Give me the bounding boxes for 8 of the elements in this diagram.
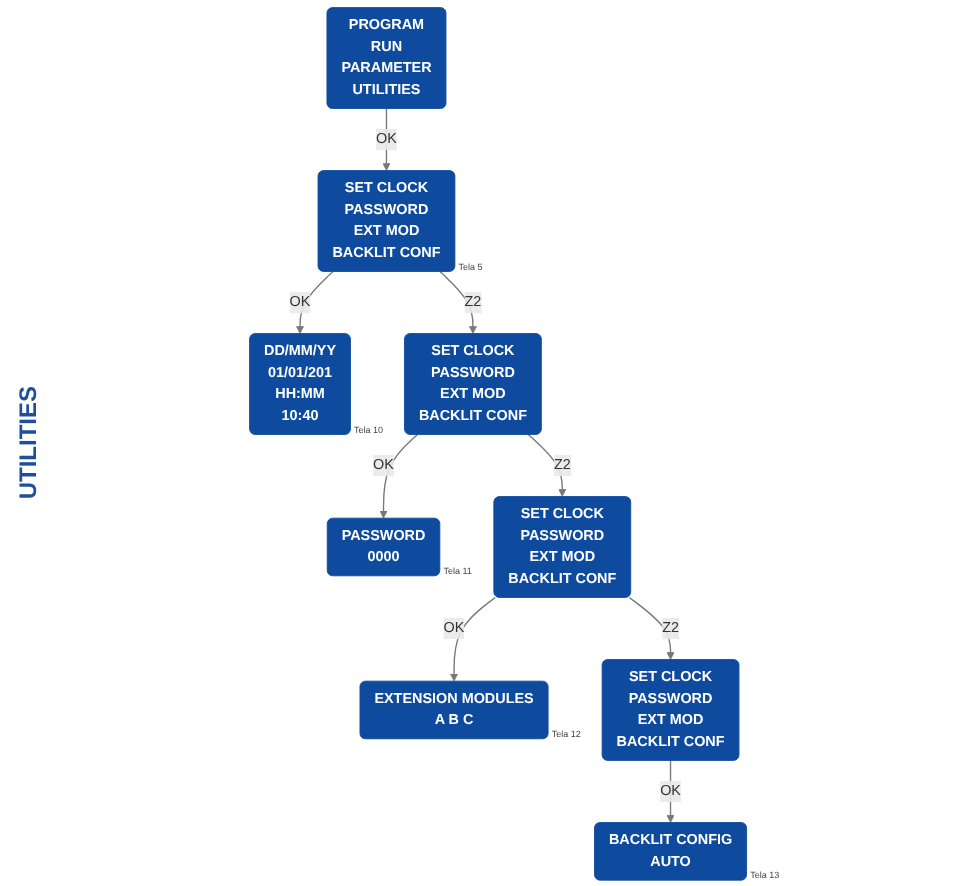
arrow [527,432,567,496]
arrow [450,595,497,681]
side-label: UTILITIES [14,386,42,500]
arrow [382,106,391,170]
arrow [628,595,675,659]
arrow [439,269,477,333]
arrow [666,758,675,822]
arrow [379,432,419,518]
